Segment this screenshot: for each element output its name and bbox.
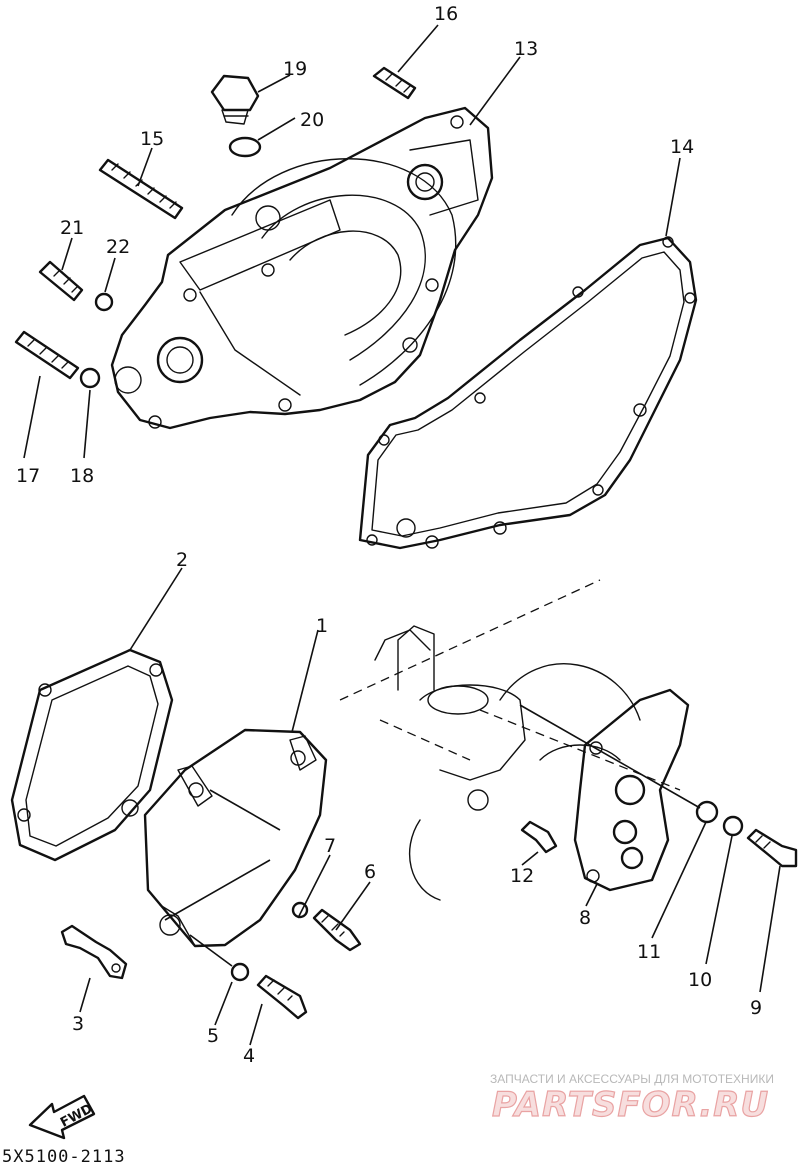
diagram-code: 5X5100-2113 (2, 1147, 126, 1167)
part-clutch-cover-gasket (358, 236, 698, 550)
callout-3: 3 (72, 1013, 84, 1035)
part-washer-18 (79, 367, 101, 389)
watermark-caption: ЗАПЧАСТИ И АКСЕССУАРЫ ДЛЯ МОТОТЕХНИКИ (490, 1072, 774, 1086)
callout-14: 14 (670, 136, 694, 158)
callout-20: 20 (300, 109, 324, 131)
callout-15: 15 (140, 128, 164, 150)
callout-17: 17 (16, 465, 40, 487)
part-washer-7 (291, 901, 309, 919)
part-generator-cover-gasket (10, 648, 174, 862)
part-clamp (60, 924, 128, 980)
callout-12: 12 (510, 865, 534, 887)
callout-7: 7 (324, 835, 336, 857)
watermark: ЗАПЧАСТИ И АКСЕССУАРЫ ДЛЯ МОТОТЕХНИКИ PA… (490, 1072, 774, 1126)
leader-lines (23, 24, 781, 1046)
part-bolt-4 (256, 974, 308, 1020)
part-o-ring (228, 136, 262, 158)
callout-13: 13 (514, 38, 538, 60)
part-bolt-12 (520, 820, 558, 854)
part-washer-5 (230, 962, 250, 982)
callout-4: 4 (243, 1045, 255, 1067)
callout-11: 11 (637, 941, 661, 963)
part-bolt-6 (312, 908, 362, 952)
callout-1: 1 (316, 615, 328, 637)
callout-19: 19 (283, 58, 307, 80)
part-short-bolt-21 (38, 260, 84, 302)
part-oil-filler-plug (210, 74, 260, 125)
callout-21: 21 (60, 217, 84, 239)
part-washer-10 (722, 815, 744, 837)
part-bolt-16 (372, 66, 417, 100)
callout-18: 18 (70, 465, 94, 487)
engine-case-outline (339, 579, 681, 901)
callout-10: 10 (688, 969, 712, 991)
part-clutch-cover (110, 106, 494, 430)
callout-22: 22 (106, 236, 130, 258)
part-pump-cover (573, 688, 690, 892)
watermark-logo: PARTSFOR.RU (492, 1085, 769, 1125)
callout-16: 16 (434, 3, 458, 25)
part-washer-22 (94, 292, 114, 312)
part-long-bolt (98, 158, 184, 220)
callout-5: 5 (207, 1025, 219, 1047)
part-generator-cover (143, 728, 328, 948)
callout-6: 6 (364, 861, 376, 883)
callout-labels: 1 2 3 4 5 6 7 8 9 10 11 12 13 14 15 16 1… (16, 3, 762, 1067)
callout-2: 2 (176, 549, 188, 571)
callout-9: 9 (750, 997, 762, 1019)
fwd-arrow: FWD (28, 1094, 95, 1140)
part-bolt-9 (746, 828, 798, 868)
part-washer-11 (695, 800, 719, 824)
callout-8: 8 (579, 907, 591, 929)
part-bolt-17 (14, 330, 80, 380)
